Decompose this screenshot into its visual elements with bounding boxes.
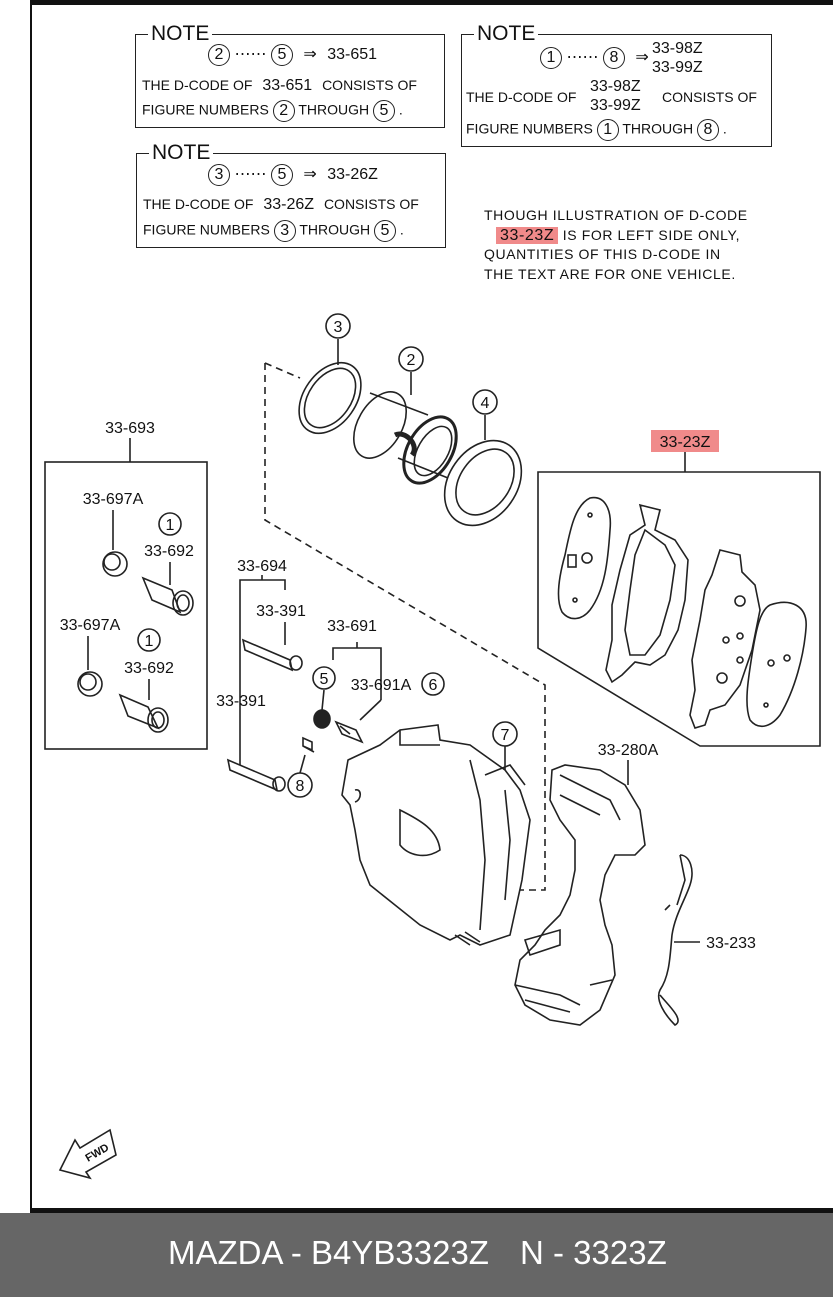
part-label: 33-692	[144, 543, 194, 560]
fwd-label: FWD	[84, 1142, 112, 1165]
callout-number: 6	[429, 677, 438, 694]
part-label: 33-692	[124, 660, 174, 677]
pad-shim-inner	[746, 601, 807, 728]
caliper-body	[341, 724, 531, 946]
note-box-2: NOTE 1 ⋯⋯ 8 ⇒ 33-98Z 33-99Z 33-98Z 33-99…	[461, 23, 772, 147]
top-border	[30, 0, 833, 5]
note-title: NOTE	[149, 142, 214, 164]
footer-bar	[0, 1213, 833, 1297]
callout-circle-4	[472, 389, 498, 415]
callout-number: 8	[296, 778, 305, 795]
part-label: 33-691	[327, 618, 377, 635]
part-label: 33-697A	[60, 617, 121, 634]
sleeve-33-692	[118, 679, 169, 733]
note-title: NOTE	[474, 23, 539, 45]
part-label: 33-691A	[351, 677, 412, 694]
bleeder-screw-part-6	[334, 720, 364, 744]
parts-diagram: 3 2 4 1 1 5 6 7 8 33-693 33-697A 33-692 …	[44, 313, 821, 1180]
figure-number-circle: 2	[208, 44, 230, 66]
seal-ring-part-3	[298, 361, 362, 435]
note-box-3: NOTE 3 ⋯⋯ 5 ⇒ 33-26Z THE D-CODE OF 33-26…	[136, 142, 446, 248]
spring-clip-33-233	[657, 854, 700, 1026]
figure-number-circle: 5	[270, 44, 293, 66]
note-box-1: NOTE 2 ⋯⋯ 5 ⇒ 33-651 THE D-CODE OF 33-65…	[135, 23, 445, 128]
arrow-icon: ⇒	[303, 166, 317, 184]
footer-short-code: N - 3323Z	[520, 1234, 667, 1271]
pad-shim-outer	[557, 496, 612, 620]
kit-box-33-23Z	[537, 471, 821, 747]
forward-arrow-icon	[58, 1128, 117, 1180]
part-label: 33-233	[706, 935, 756, 952]
left-border	[30, 0, 32, 1213]
kit-box-33-693	[44, 461, 208, 750]
callout-number: 1	[166, 517, 175, 534]
footer-part-number: MAZDA - B4YB3323Z	[168, 1234, 489, 1271]
part-label: 33-693	[105, 420, 155, 437]
bleeder-cap-part-5	[313, 709, 331, 729]
caliper-bracket-33-280A	[514, 760, 646, 1026]
callout-circle-6	[421, 672, 445, 696]
part-label: 33-697A	[83, 491, 144, 508]
callout-number: 3	[334, 319, 343, 336]
disclaimer-text: THOUGH ILLUSTRATION OF D-CODE 33-23Z IS …	[484, 207, 748, 282]
callout-number: 5	[320, 671, 329, 688]
note-title: NOTE	[148, 23, 213, 45]
arrow-icon: ⇒	[635, 49, 649, 67]
guide-pin-33-391	[241, 638, 303, 672]
brake-pad-inner	[689, 549, 761, 729]
clip-part-8	[302, 736, 315, 753]
piston-part-2	[352, 391, 458, 485]
bushing-33-697A	[102, 510, 128, 577]
callout-number: 4	[481, 395, 490, 412]
callout-circle-1	[137, 628, 161, 652]
callout-circle-1	[158, 512, 182, 536]
highlighted-code: 33-23Z	[496, 226, 559, 244]
sleeve-33-692	[141, 562, 194, 616]
part-label: 33-280A	[598, 742, 659, 759]
dust-boot-part-4	[443, 439, 523, 527]
callout-number: 2	[407, 352, 416, 369]
footer-border	[30, 1208, 833, 1213]
bushing-33-697A	[77, 636, 103, 697]
callout-number: 7	[501, 727, 510, 744]
guide-pin-33-391	[226, 758, 286, 792]
brake-pad-outer	[605, 503, 689, 684]
part-label: 33-694	[237, 558, 287, 575]
callout-circle-3	[325, 313, 351, 339]
callout-number: 1	[145, 633, 154, 650]
dashed-outline	[264, 363, 546, 891]
part-label: 33-391	[216, 693, 266, 710]
label-highlight	[651, 430, 719, 452]
part-label: 33-391	[256, 603, 306, 620]
part-label-highlighted: 33-23Z	[660, 434, 711, 451]
callout-circle-2	[398, 346, 424, 372]
arrow-icon: ⇒	[303, 46, 317, 64]
callout-circle-5	[312, 666, 336, 690]
